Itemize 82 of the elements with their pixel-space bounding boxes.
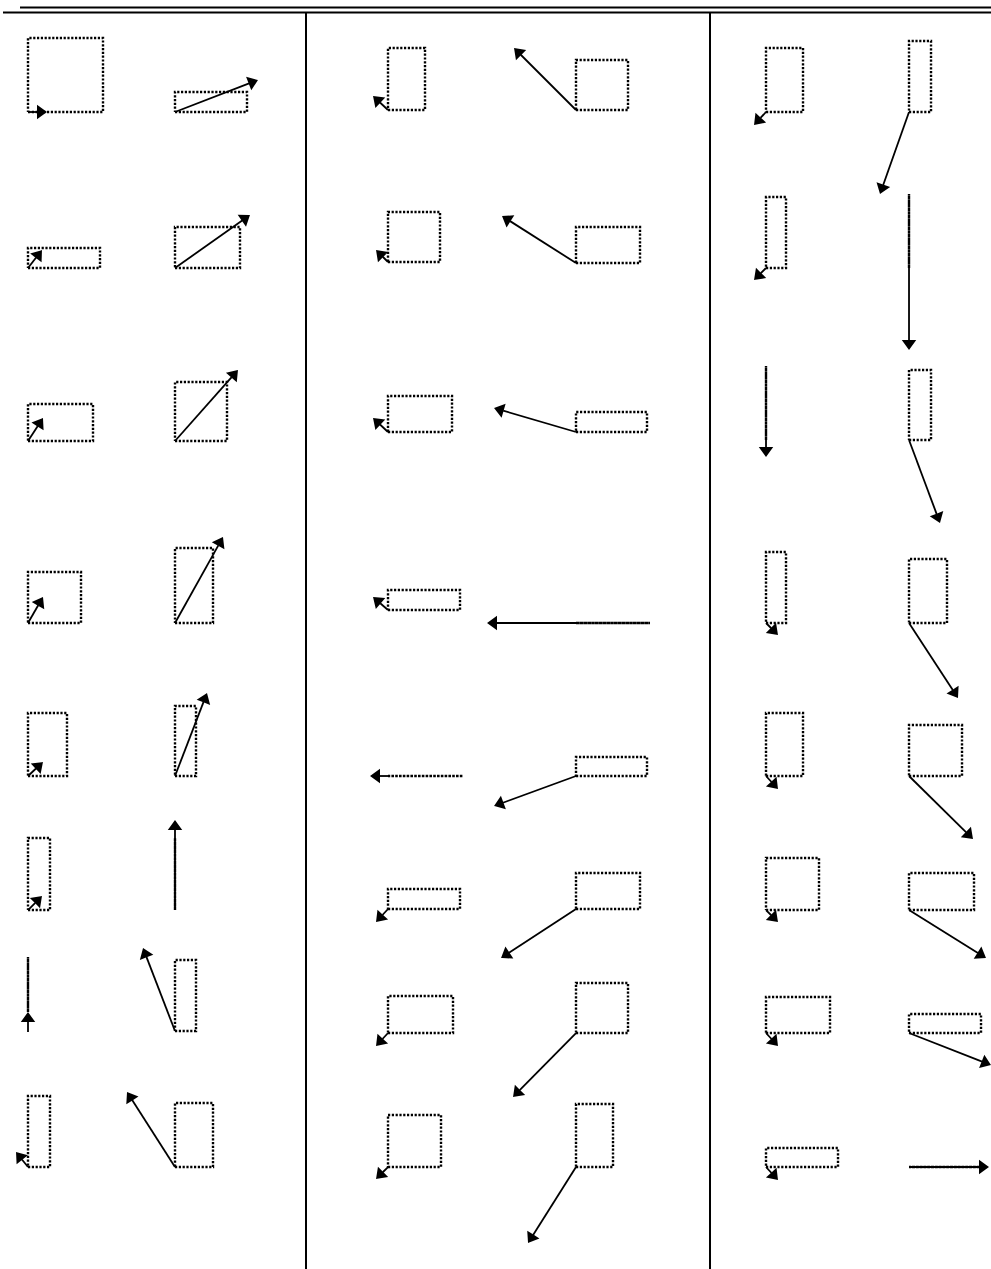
- dotted-box: [574, 410, 649, 434]
- arrow: [376, 908, 389, 922]
- arrow: [908, 622, 959, 698]
- dotted-box: [764, 46, 805, 114]
- dotted-box: [764, 195, 788, 270]
- arrow: [376, 250, 389, 263]
- arrow: [513, 1032, 577, 1097]
- dotted-box: [907, 368, 933, 442]
- dotted-box: [26, 711, 69, 778]
- dotted-box: [574, 225, 642, 265]
- dotted-box: [386, 210, 442, 264]
- arrow: [754, 267, 767, 280]
- dotted-box: [907, 39, 933, 114]
- arrow: [502, 215, 577, 264]
- dotted-box: [907, 1012, 983, 1035]
- arrow: [27, 597, 45, 624]
- dotted-box: [173, 704, 198, 778]
- arrow: [376, 1166, 389, 1179]
- dotted-box: [764, 856, 821, 912]
- dotted-box: [574, 755, 649, 778]
- dotted-box: [907, 192, 911, 270]
- dotted-box: [386, 994, 455, 1035]
- arrow: [908, 909, 986, 959]
- arrow: [27, 250, 42, 269]
- dotted-box: [173, 90, 249, 114]
- dotted-box: [26, 836, 52, 912]
- arrow: [527, 1166, 577, 1243]
- arrow: [765, 1166, 778, 1180]
- dotted-box: [574, 981, 630, 1035]
- dotted-box: [764, 1146, 840, 1169]
- arrow: [174, 76, 258, 113]
- arrow: [27, 762, 43, 777]
- dotted-box: [386, 887, 462, 911]
- dotted-box: [574, 1102, 615, 1169]
- dotted-box: [26, 402, 95, 443]
- dotted-box: [26, 1094, 52, 1169]
- arrow: [27, 418, 44, 442]
- dotted-box: [26, 955, 30, 1014]
- dotted-box: [386, 394, 454, 434]
- arrow: [765, 1032, 778, 1046]
- dotted-box: [764, 711, 805, 778]
- arrow: [765, 775, 778, 789]
- arrow: [27, 896, 42, 911]
- dotted-box: [907, 871, 976, 912]
- dotted-box: [386, 588, 462, 612]
- arrow: [174, 214, 250, 269]
- dotted-box: [173, 380, 229, 443]
- arrow: [373, 418, 389, 433]
- dotted-box: [574, 871, 642, 911]
- arrow: [376, 1032, 389, 1046]
- arrow: [16, 1152, 29, 1168]
- dotted-box: [386, 46, 427, 112]
- dotted-box: [574, 58, 630, 112]
- dotted-box: [764, 995, 832, 1035]
- dotted-box: [173, 958, 198, 1033]
- dotted-box: [764, 364, 768, 442]
- dotted-box: [907, 557, 949, 625]
- arrow: [754, 111, 767, 125]
- arrow: [765, 622, 778, 635]
- arrow: [139, 948, 176, 1032]
- arrow: [514, 48, 577, 111]
- dotted-box: [386, 774, 465, 778]
- dotted-box: [26, 246, 102, 270]
- arrow: [126, 1092, 176, 1168]
- arrow: [174, 537, 225, 624]
- dotted-box: [173, 546, 215, 625]
- arrow: [494, 775, 577, 810]
- dotted-box: [386, 1113, 443, 1169]
- arrow: [908, 439, 944, 523]
- dotted-box: [764, 550, 788, 625]
- arrow: [908, 775, 973, 839]
- dotted-box: [26, 570, 83, 625]
- dotted-box: [574, 621, 652, 625]
- arrow: [501, 908, 577, 959]
- dotted-box: [26, 36, 105, 114]
- arrow: [174, 370, 238, 442]
- arrow: [373, 96, 389, 111]
- dotted-box: [907, 723, 964, 778]
- arrow: [765, 909, 778, 922]
- dotted-box: [173, 225, 242, 270]
- dotted-box: [173, 1101, 215, 1169]
- arrow: [373, 597, 389, 611]
